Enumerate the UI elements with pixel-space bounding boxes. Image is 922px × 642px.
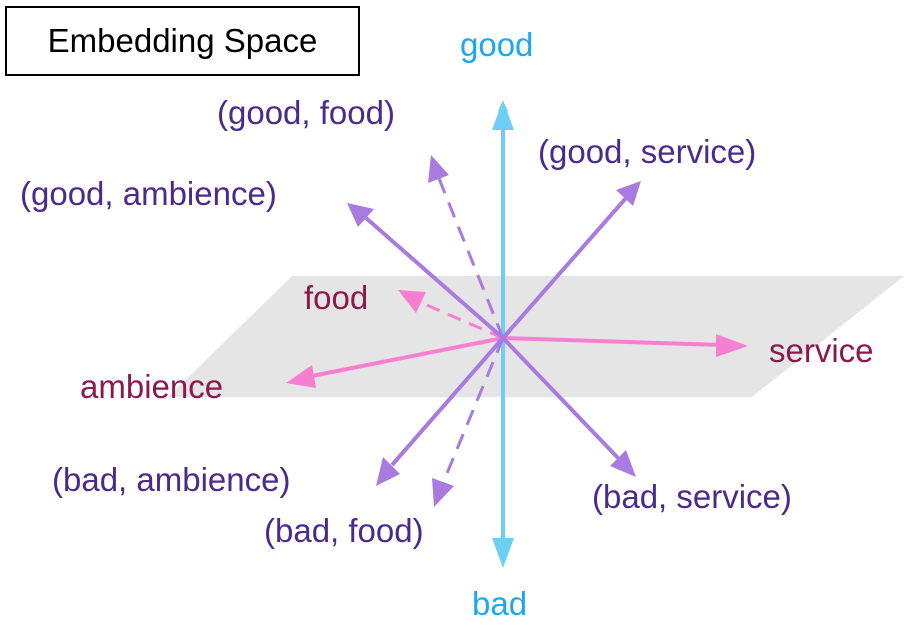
ambience-label: ambience <box>80 368 224 405</box>
good-food-arrowhead <box>428 155 449 183</box>
good-service-arrow <box>501 196 628 340</box>
food-arrowhead <box>398 290 426 313</box>
diagram-title: Embedding Space <box>5 6 360 76</box>
bad-food-label: (bad, food) <box>264 512 424 549</box>
bad-ambience-label: (bad, ambience) <box>52 461 291 498</box>
good-service-label: (good, service) <box>538 133 757 170</box>
service-arrowhead <box>716 334 748 357</box>
ambience-arrow <box>311 336 504 378</box>
good-food-label: (good, food) <box>217 94 395 131</box>
bad-ambience-arrowhead <box>376 457 400 486</box>
service-arrow <box>502 336 723 347</box>
good-service-arrowhead <box>616 181 641 206</box>
bad-service-arrowhead <box>610 450 636 477</box>
good-ambience-arrowhead <box>347 203 374 227</box>
good-food-arrow <box>436 175 505 339</box>
ambience-arrowhead <box>286 365 316 388</box>
good-ambience-label: (good, ambience) <box>20 175 277 212</box>
bad-service-arrow <box>501 336 620 460</box>
bad-food-arrowhead <box>432 478 454 507</box>
service-label: service <box>769 332 874 369</box>
good-ambience-arrow <box>364 216 505 340</box>
good-arrowhead <box>492 100 514 130</box>
food-label: food <box>304 279 369 316</box>
bad-service-label: (bad, service) <box>592 478 792 515</box>
bad-ambience-arrow <box>390 336 505 467</box>
good-label: good <box>460 26 534 63</box>
food-arrow <box>421 301 504 340</box>
bad-food-arrow <box>441 337 505 484</box>
bad-arrowhead <box>492 538 514 568</box>
bad-label: bad <box>472 585 528 622</box>
